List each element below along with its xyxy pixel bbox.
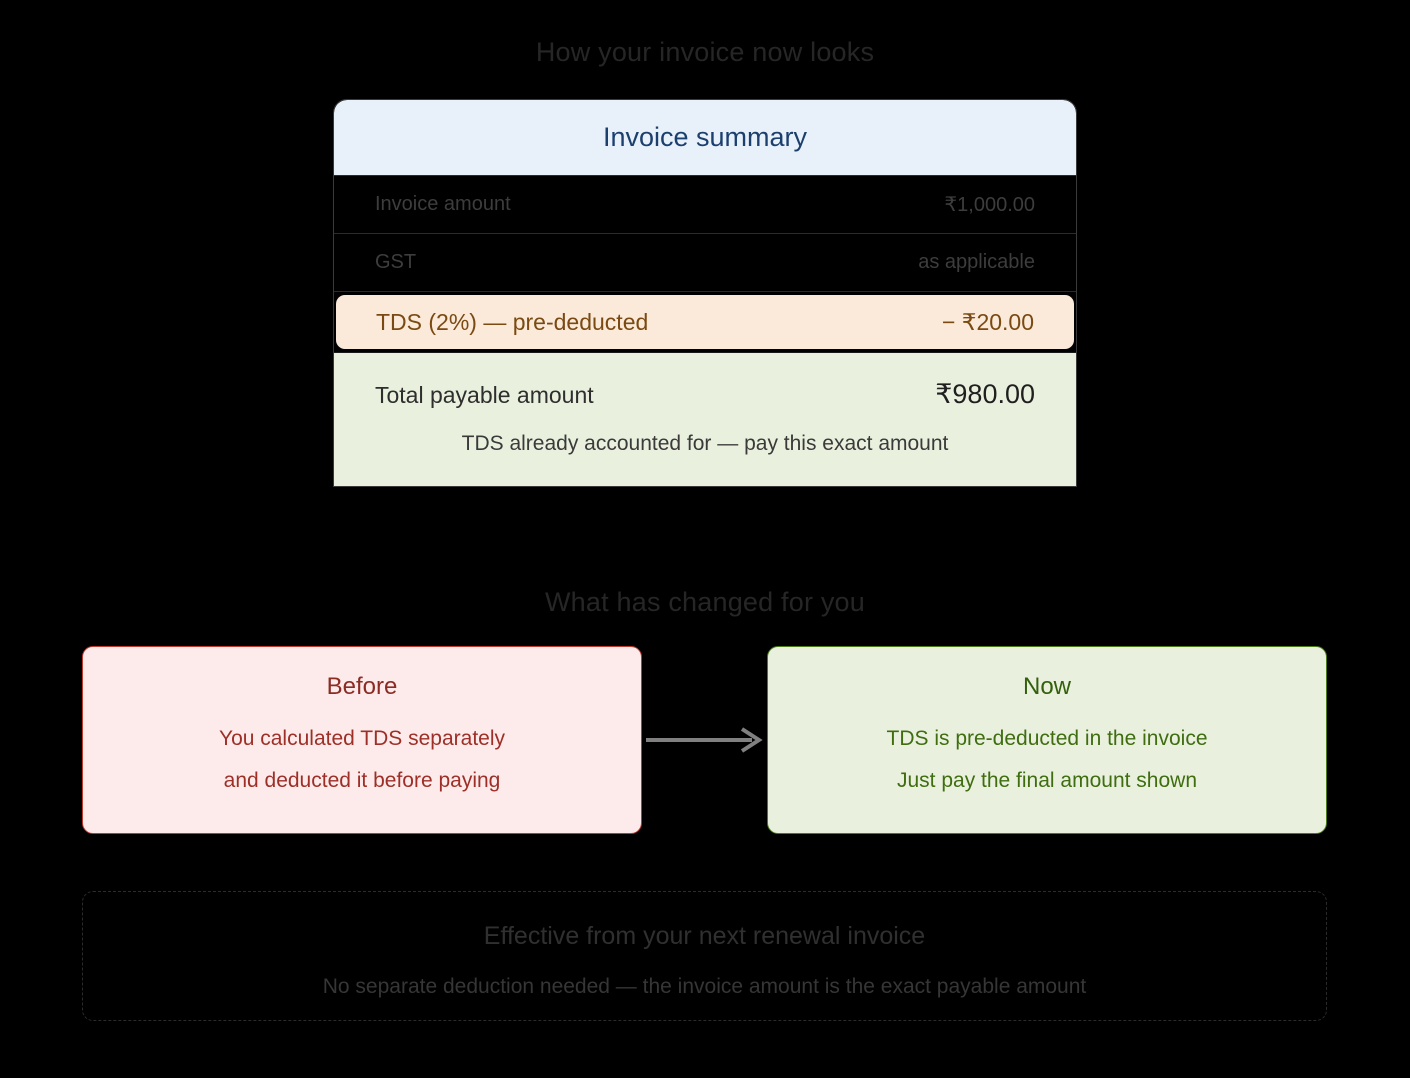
invoice-row-tds-value: − ₹20.00 (941, 308, 1034, 335)
footer-note-box: Effective from your next renewal invoice… (82, 891, 1327, 1021)
invoice-row-gst: GST as applicable (334, 233, 1076, 291)
section-heading-invoice: How your invoice now looks (535, 37, 875, 67)
compare-card-before: Before You calculated TDS separately and… (82, 646, 642, 834)
invoice-total-note: TDS already accounted for — pay this exa… (461, 432, 949, 455)
invoice-total-block: Total payable amount ₹980.00 TDS already… (334, 352, 1076, 486)
compare-card-before-line-2: and deducted it before paying (223, 769, 501, 792)
section-heading-changed: What has changed for you (545, 587, 865, 617)
invoice-row-tds-label: TDS (2%) — pre-deducted (376, 308, 649, 335)
compare-card-now: Now TDS is pre-deducted in the invoice J… (767, 646, 1327, 834)
invoice-summary-card: Invoice summary Invoice amount ₹1,000.00… (333, 99, 1077, 487)
invoice-total-line: Total payable amount ₹980.00 (375, 379, 1035, 410)
footer-note-subtitle: No separate deduction needed — the invoi… (322, 975, 1087, 998)
invoice-summary-header: Invoice summary (334, 100, 1076, 175)
compare-card-before-title: Before (326, 673, 398, 700)
invoice-row-tds-wrapper: TDS (2%) — pre-deducted − ₹20.00 (334, 291, 1076, 352)
compare-card-now-line-1: TDS is pre-deducted in the invoice (886, 727, 1208, 750)
compare-card-now-line-2: Just pay the final amount shown (896, 769, 1197, 792)
invoice-row-gst-label: GST (375, 251, 417, 273)
invoice-row-amount-value: ₹1,000.00 (944, 194, 1035, 216)
compare-card-before-line-1: You calculated TDS separately (218, 727, 505, 750)
invoice-row-tds: TDS (2%) — pre-deducted − ₹20.00 (336, 295, 1074, 349)
invoice-total-label: Total payable amount (375, 382, 594, 408)
invoice-row-amount: Invoice amount ₹1,000.00 (334, 175, 1076, 233)
footer-note-title: Effective from your next renewal invoice (483, 922, 926, 950)
invoice-total-value: ₹980.00 (935, 379, 1035, 409)
invoice-row-amount-label: Invoice amount (375, 193, 511, 215)
invoice-row-gst-value: as applicable (918, 251, 1035, 273)
compare-card-now-title: Now (1022, 673, 1071, 700)
invoice-summary-title: Invoice summary (602, 122, 808, 152)
arrow-right-icon (646, 726, 766, 754)
